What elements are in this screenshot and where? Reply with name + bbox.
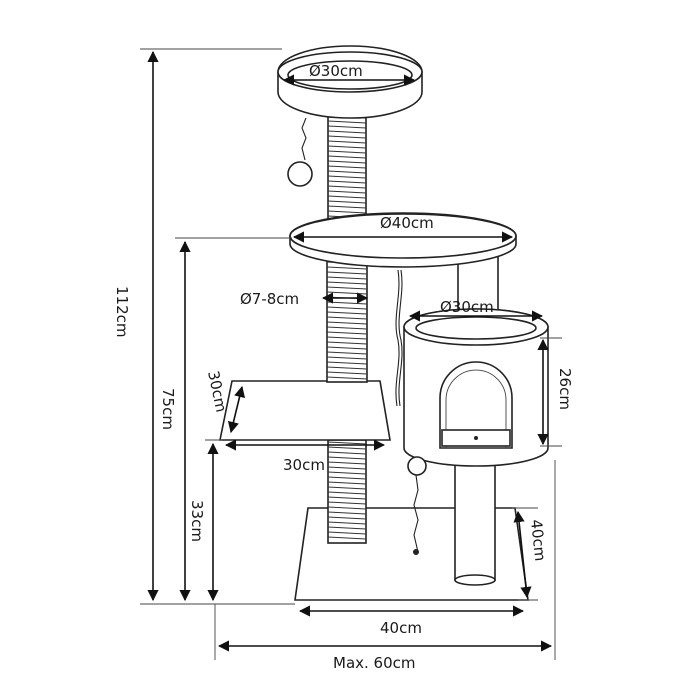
sisal-wrap-line <box>327 491 367 495</box>
sisal-wrap-line <box>326 351 368 355</box>
sisal-wrap-line <box>326 326 368 330</box>
middle-main-post <box>326 259 368 383</box>
sisal-wrap-line <box>326 371 368 375</box>
sisal-wrap-line <box>327 481 367 485</box>
sisal-wrap-line <box>327 130 367 134</box>
lower-main-post <box>327 439 367 544</box>
sisal-wrap-line <box>327 135 367 139</box>
sisal-wrap-line <box>327 180 367 184</box>
house-entrance <box>439 361 513 449</box>
middle-hanging-rope <box>395 269 403 407</box>
extension-lines <box>140 48 562 660</box>
sisal-wrap-line <box>326 311 368 315</box>
sisal-wrap-line <box>326 376 368 380</box>
sisal-wrap-line <box>327 185 367 189</box>
side-platform <box>219 380 391 441</box>
sisal-wrap-line <box>326 366 368 370</box>
label-side-platform-depth: 30cm <box>204 369 230 414</box>
sisal-wrap-line <box>327 120 367 124</box>
top-platform <box>277 45 423 119</box>
sisal-wrap-line <box>326 266 368 270</box>
label-side-platform-width: 30cm <box>283 456 325 474</box>
sisal-wrap-line <box>326 346 368 350</box>
sisal-wrap-line <box>326 306 368 310</box>
sisal-wrap-line <box>326 321 368 325</box>
sisal-wrap-line <box>327 516 367 520</box>
label-base-width: 40cm <box>380 619 422 637</box>
label-side-platform-height: 33cm <box>188 500 206 542</box>
cat-house <box>403 308 549 467</box>
sisal-wrap-line <box>327 456 367 460</box>
sisal-wrap-line <box>327 205 367 209</box>
sisal-wrap-line <box>327 125 367 129</box>
sisal-wrap-line <box>326 331 368 335</box>
sisal-wrap-line <box>327 506 367 510</box>
label-middle-platform-height: 75cm <box>159 388 177 430</box>
label-post-diameter: Ø7-8cm <box>240 290 299 308</box>
sisal-wrap-line <box>327 511 367 515</box>
sisal-wrap-line <box>326 281 368 285</box>
label-top-platform-diameter: Ø30cm <box>309 62 363 80</box>
sisal-wrap-line <box>327 531 367 535</box>
label-base-depth: 40cm <box>527 519 549 563</box>
label-house-height: 26cm <box>556 368 574 410</box>
sisal-wrap-line <box>327 521 367 525</box>
sisal-wrap-line <box>327 190 367 194</box>
sisal-wrap-line <box>327 461 367 465</box>
sisal-wrap-line <box>326 271 368 275</box>
label-house-diameter: Ø30cm <box>440 298 494 316</box>
dim-side-depth <box>227 385 246 434</box>
sisal-wrap-line <box>327 210 367 214</box>
sisal-wrap-line <box>327 486 367 490</box>
sisal-wrap-line <box>327 140 367 144</box>
sisal-wrap-line <box>326 336 368 340</box>
sisal-wrap-line <box>327 155 367 159</box>
sisal-wrap-line <box>327 466 367 470</box>
sisal-wrap-line <box>326 341 368 345</box>
sisal-wrap-line <box>326 276 368 280</box>
house-support-post <box>454 461 496 586</box>
sisal-wrap-line <box>327 170 367 174</box>
sisal-wrap-line <box>326 361 368 365</box>
sisal-wrap-line <box>327 200 367 204</box>
label-max-width: Max. 60cm <box>333 654 416 672</box>
sisal-wrap-line <box>326 356 368 360</box>
sisal-wrap-line <box>327 451 367 455</box>
sisal-wrap-line <box>327 150 367 154</box>
dim-base-depth <box>513 510 532 599</box>
sisal-wrap-line <box>326 286 368 290</box>
sisal-wrap-line <box>327 145 367 149</box>
sisal-wrap-line <box>327 195 367 199</box>
sisal-wrap-line <box>327 536 367 540</box>
dimension-arrows <box>147 50 553 652</box>
sisal-wrap-line <box>327 160 367 164</box>
sisal-wrap-line <box>326 316 368 320</box>
dimension-labels: Ø30cm Ø40cm Ø7-8cm Ø30cm 26cm 112cm 75cm… <box>113 62 574 672</box>
sisal-wrap-line <box>327 165 367 169</box>
top-hanging-toy <box>287 117 313 187</box>
sisal-wrap-line <box>327 501 367 505</box>
label-middle-platform-diameter: Ø40cm <box>380 214 434 232</box>
sisal-wrap-line <box>327 526 367 530</box>
sisal-wrap-line <box>327 175 367 179</box>
sisal-wrap-line <box>327 471 367 475</box>
sisal-wrap-line <box>327 476 367 480</box>
label-total-height: 112cm <box>113 286 131 338</box>
sisal-wrap-line <box>327 496 367 500</box>
house-hanging-toy <box>407 456 427 555</box>
